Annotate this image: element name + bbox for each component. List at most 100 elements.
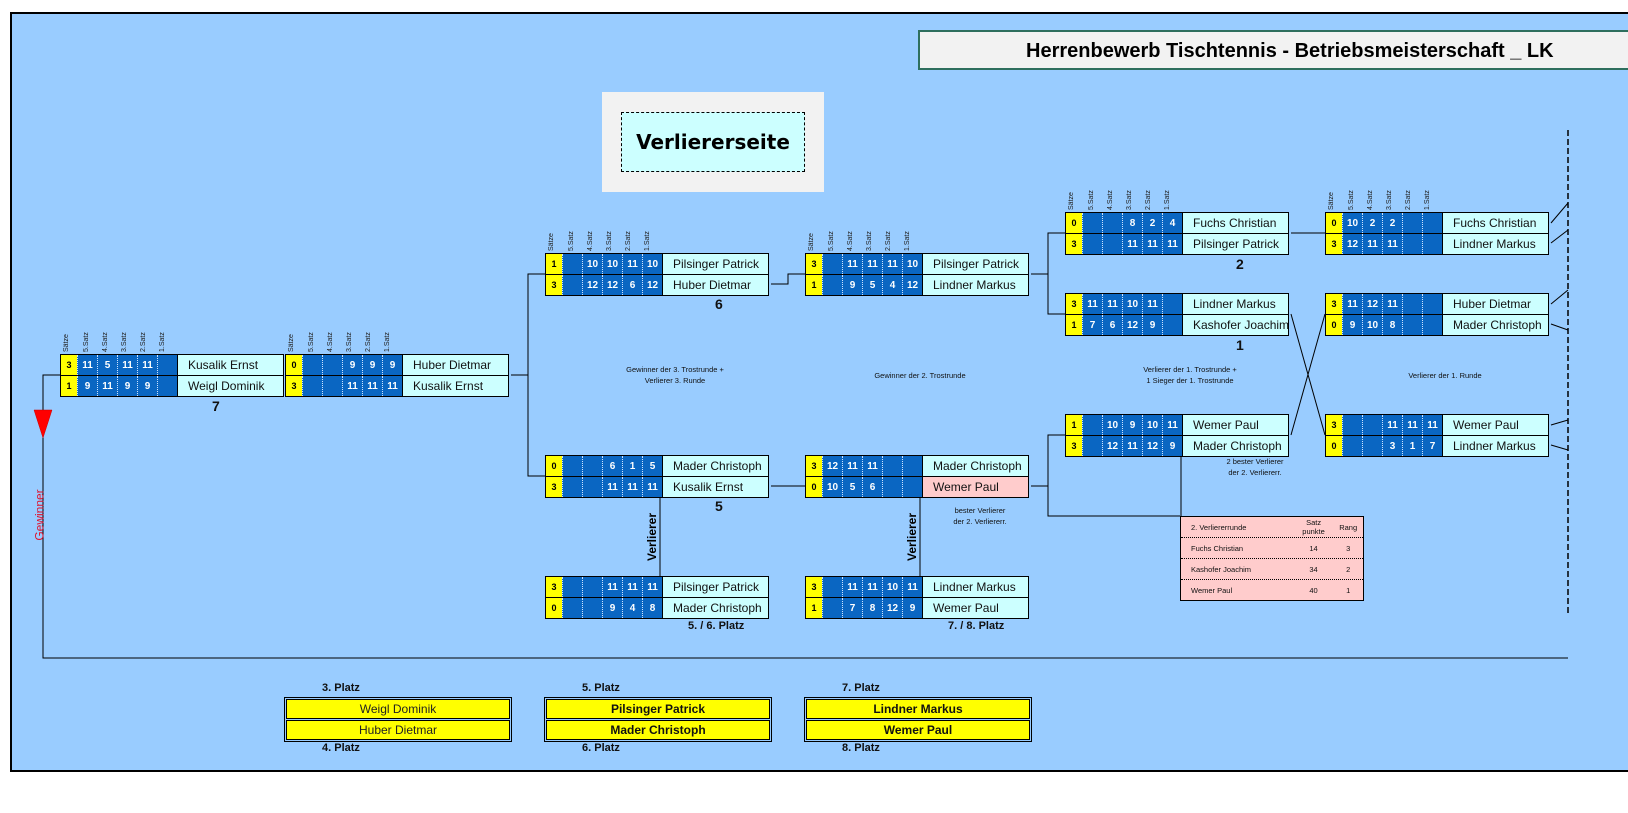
placement-name[interactable]: Huber Dietmar <box>286 720 510 740</box>
set-score-cell[interactable] <box>822 254 842 274</box>
set-score-cell[interactable] <box>822 275 842 295</box>
set-score-cell[interactable]: 6 <box>1102 315 1122 335</box>
sets-won-cell[interactable]: 3 <box>1326 415 1342 435</box>
set-score-cell[interactable]: 8 <box>642 598 662 618</box>
sets-won-cell[interactable]: 0 <box>1326 315 1342 335</box>
set-score-cell[interactable]: 4 <box>882 275 902 295</box>
set-score-cell[interactable]: 11 <box>77 355 97 375</box>
player-name-cell[interactable]: Lindner Markus <box>1182 294 1288 314</box>
player-name-cell[interactable]: Pilsinger Patrick <box>1182 234 1288 254</box>
player-name-cell[interactable]: Weigl Dominik <box>177 376 283 396</box>
set-score-cell[interactable]: 9 <box>77 376 97 396</box>
set-score-cell[interactable]: 11 <box>1382 234 1402 254</box>
set-score-cell[interactable]: 11 <box>902 577 922 597</box>
sets-won-cell[interactable]: 3 <box>1066 294 1082 314</box>
player-name-cell[interactable]: Wemer Paul <box>1182 415 1288 435</box>
player-name-cell[interactable]: Wemer Paul <box>1442 415 1548 435</box>
set-score-cell[interactable]: 11 <box>97 376 117 396</box>
set-score-cell[interactable]: 6 <box>622 275 642 295</box>
set-score-cell[interactable]: 9 <box>1162 436 1182 456</box>
set-score-cell[interactable]: 7 <box>1082 315 1102 335</box>
set-score-cell[interactable] <box>322 355 342 375</box>
set-score-cell[interactable]: 11 <box>842 254 862 274</box>
set-score-cell[interactable]: 6 <box>602 456 622 476</box>
set-score-cell[interactable] <box>1082 436 1102 456</box>
set-score-cell[interactable]: 9 <box>137 376 157 396</box>
set-score-cell[interactable]: 11 <box>622 477 642 497</box>
set-score-cell[interactable]: 12 <box>582 275 602 295</box>
set-score-cell[interactable] <box>1082 415 1102 435</box>
set-score-cell[interactable] <box>1362 415 1382 435</box>
set-score-cell[interactable] <box>882 456 902 476</box>
set-score-cell[interactable] <box>1422 213 1442 233</box>
set-score-cell[interactable]: 10 <box>1102 415 1122 435</box>
set-score-cell[interactable] <box>562 577 582 597</box>
sets-won-cell[interactable]: 3 <box>806 456 822 476</box>
set-score-cell[interactable]: 9 <box>842 275 862 295</box>
set-score-cell[interactable]: 11 <box>1162 415 1182 435</box>
sets-won-cell[interactable]: 1 <box>1066 315 1082 335</box>
set-score-cell[interactable]: 11 <box>342 376 362 396</box>
set-score-cell[interactable]: 9 <box>382 355 402 375</box>
set-score-cell[interactable]: 3 <box>1382 436 1402 456</box>
set-score-cell[interactable]: 2 <box>1362 213 1382 233</box>
set-score-cell[interactable]: 10 <box>882 577 902 597</box>
set-score-cell[interactable]: 11 <box>842 577 862 597</box>
set-score-cell[interactable]: 11 <box>1422 415 1442 435</box>
set-score-cell[interactable]: 10 <box>1122 294 1142 314</box>
set-score-cell[interactable]: 11 <box>1142 294 1162 314</box>
sets-won-cell[interactable]: 0 <box>546 456 562 476</box>
set-score-cell[interactable]: 9 <box>1122 415 1142 435</box>
set-score-cell[interactable]: 12 <box>602 275 622 295</box>
player-name-cell[interactable]: Mader Christoph <box>662 598 768 618</box>
set-score-cell[interactable]: 11 <box>362 376 382 396</box>
set-score-cell[interactable]: 1 <box>1402 436 1422 456</box>
set-score-cell[interactable]: 5 <box>842 477 862 497</box>
set-score-cell[interactable] <box>1102 234 1122 254</box>
placement-name[interactable]: Weigl Dominik <box>286 699 510 719</box>
set-score-cell[interactable] <box>582 456 602 476</box>
set-score-cell[interactable]: 12 <box>902 275 922 295</box>
sets-won-cell[interactable]: 1 <box>61 376 77 396</box>
set-score-cell[interactable] <box>1342 436 1362 456</box>
player-name-cell[interactable]: Wemer Paul <box>922 598 1028 618</box>
set-score-cell[interactable]: 9 <box>902 598 922 618</box>
player-name-cell[interactable]: Pilsinger Patrick <box>662 577 768 597</box>
set-score-cell[interactable] <box>322 376 342 396</box>
set-score-cell[interactable] <box>1082 234 1102 254</box>
set-score-cell[interactable]: 11 <box>602 477 622 497</box>
set-score-cell[interactable]: 12 <box>1362 294 1382 314</box>
set-score-cell[interactable] <box>1162 315 1182 335</box>
set-score-cell[interactable] <box>1422 234 1442 254</box>
set-score-cell[interactable]: 12 <box>1102 436 1122 456</box>
player-name-cell[interactable]: Huber Dietmar <box>1442 294 1548 314</box>
set-score-cell[interactable] <box>157 376 177 396</box>
set-score-cell[interactable]: 11 <box>862 456 882 476</box>
set-score-cell[interactable]: 11 <box>1122 234 1142 254</box>
set-score-cell[interactable]: 11 <box>117 355 137 375</box>
set-score-cell[interactable] <box>1402 294 1422 314</box>
set-score-cell[interactable]: 11 <box>1082 294 1102 314</box>
set-score-cell[interactable]: 11 <box>1102 294 1122 314</box>
set-score-cell[interactable]: 4 <box>1162 213 1182 233</box>
player-name-cell[interactable]: Kusalik Ernst <box>177 355 283 375</box>
sets-won-cell[interactable]: 3 <box>1326 234 1342 254</box>
set-score-cell[interactable] <box>582 598 602 618</box>
set-score-cell[interactable]: 10 <box>1142 415 1162 435</box>
sets-won-cell[interactable]: 0 <box>1326 436 1342 456</box>
sets-won-cell[interactable]: 3 <box>546 577 562 597</box>
set-score-cell[interactable]: 4 <box>622 598 642 618</box>
set-score-cell[interactable] <box>1102 213 1122 233</box>
sets-won-cell[interactable]: 3 <box>1066 234 1082 254</box>
set-score-cell[interactable]: 9 <box>117 376 137 396</box>
sets-won-cell[interactable]: 0 <box>546 598 562 618</box>
set-score-cell[interactable]: 10 <box>822 477 842 497</box>
set-score-cell[interactable]: 9 <box>1142 315 1162 335</box>
player-name-cell[interactable]: Lindner Markus <box>922 577 1028 597</box>
set-score-cell[interactable]: 12 <box>1342 234 1362 254</box>
set-score-cell[interactable]: 10 <box>602 254 622 274</box>
player-name-cell[interactable]: Pilsinger Patrick <box>922 254 1028 274</box>
sets-won-cell[interactable]: 3 <box>546 477 562 497</box>
set-score-cell[interactable]: 5 <box>862 275 882 295</box>
set-score-cell[interactable]: 11 <box>382 376 402 396</box>
